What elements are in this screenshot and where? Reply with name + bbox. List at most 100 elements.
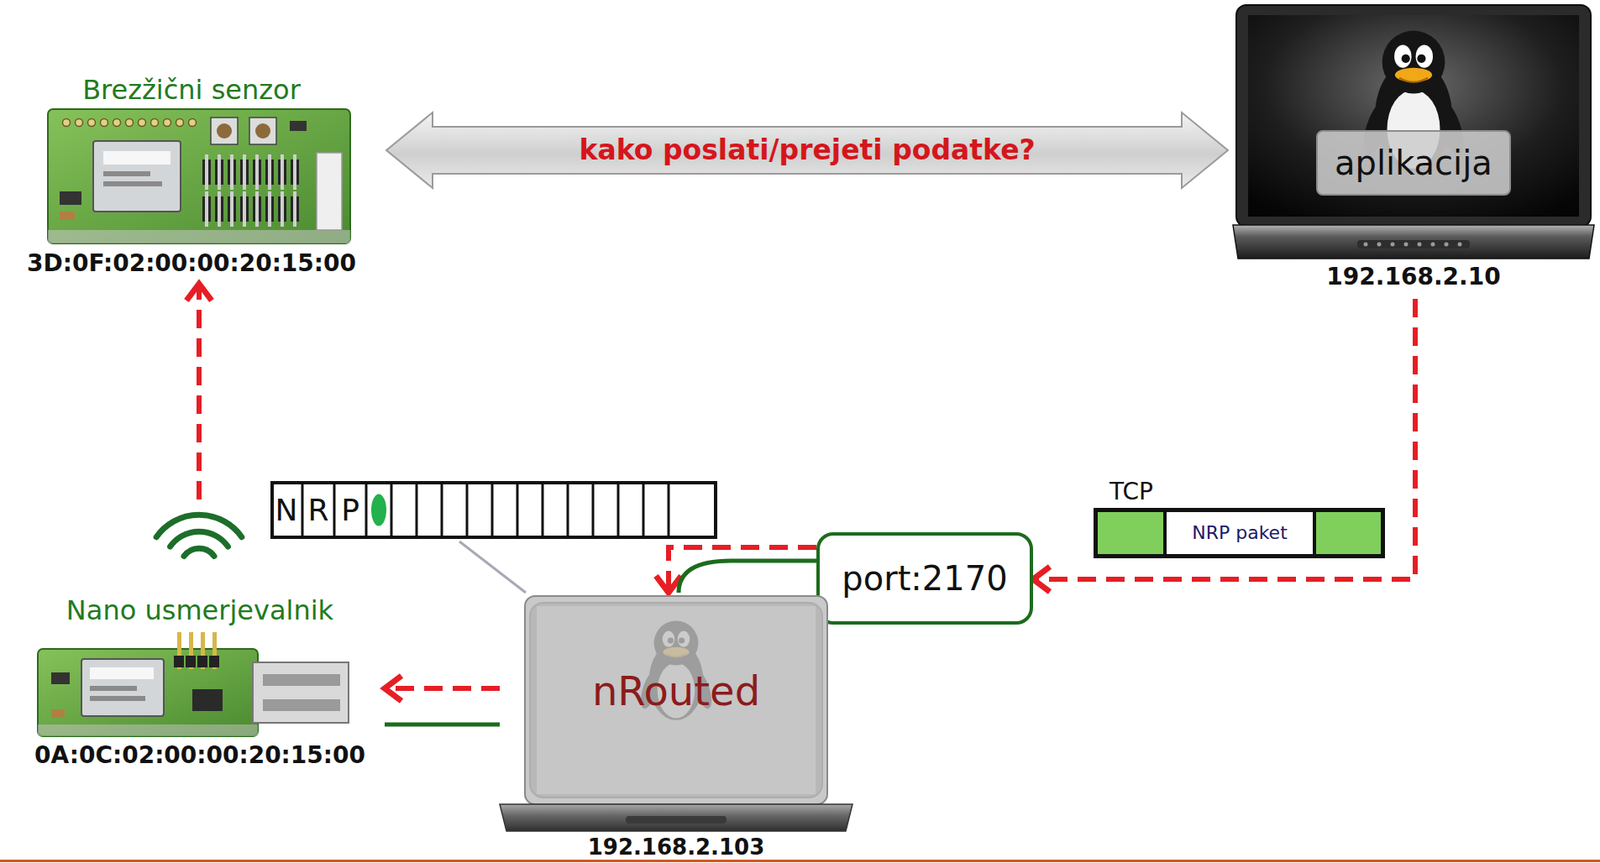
node-bar: NRP: [270, 481, 718, 540]
illustration-part: [390, 482, 394, 538]
illustration-part: [516, 482, 520, 538]
connector-line: [459, 541, 526, 593]
illustration-part: [59, 211, 75, 221]
illustration-part: [242, 191, 247, 227]
illustration-part: [163, 119, 172, 127]
illustration-part: [151, 119, 159, 127]
device-title: Nano usmerjevalnik: [15, 595, 385, 626]
illustration-part: [138, 119, 147, 127]
illustration-part: [59, 191, 82, 205]
illustration-part: [280, 154, 284, 190]
illustration-part: [1394, 45, 1412, 69]
illustration-part: [170, 531, 229, 547]
illustration-part: [89, 667, 154, 680]
node-sensor: Brezžični senzor 3D:0F:02:00:00:20:15:00: [6, 75, 377, 284]
illustration-part: [440, 482, 444, 538]
double-arrow: [386, 112, 1228, 189]
illustration-part: [1382, 31, 1446, 95]
packet-letter: N: [270, 481, 303, 540]
illustration-part: [316, 152, 342, 231]
illustration-part: [93, 141, 181, 212]
connector: [384, 724, 500, 726]
illustration-part: [185, 655, 196, 668]
illustration-part: [566, 482, 570, 538]
illustration-part: [37, 649, 258, 737]
illustration-part: [625, 816, 727, 824]
illustration-part: [204, 191, 209, 227]
illustration-part: [499, 804, 853, 832]
dashed-connector: [1033, 299, 1416, 580]
footer-rule: [0, 860, 1600, 863]
node-lap2: nRouted192.168.2.103: [499, 592, 853, 861]
illustration-part: [267, 154, 272, 190]
illustration-part: [280, 191, 284, 227]
ip-address: 192.168.2.103: [499, 835, 853, 860]
illustration-part: [1357, 240, 1470, 249]
illustration-part: [1417, 242, 1422, 247]
node-port: port:2170: [816, 532, 1034, 625]
connector: [1033, 299, 1416, 593]
payload-label: NRP paket: [1183, 512, 1296, 555]
arrow-head: [384, 676, 402, 702]
node-tcp: TCPNRP paket: [1093, 508, 1385, 559]
illustration-part: [541, 482, 545, 538]
device-title: Brezžični senzor: [6, 75, 377, 105]
illustration-part: [51, 709, 65, 719]
illustration-part: [217, 191, 221, 227]
illustration-part: [210, 117, 238, 145]
illustration-part: [301, 482, 305, 538]
illustration-part: [242, 154, 247, 190]
arrow-head: [1033, 566, 1050, 593]
connector-line: [384, 723, 500, 728]
illustration-part: [1458, 242, 1463, 247]
illustration-part: [188, 119, 197, 127]
router-photo: [36, 630, 352, 745]
illustration-part: [156, 514, 242, 537]
illustration-part: [255, 154, 259, 190]
illustration-part: [272, 482, 716, 538]
mac-address: 0A:0C:02:00:00:20:15:00: [15, 743, 385, 769]
connector: [186, 283, 212, 500]
arrow-head: [186, 283, 212, 301]
illustration-part: [255, 123, 271, 139]
illustration-part: [1444, 242, 1449, 247]
illustration-part: [230, 154, 234, 190]
illustration-part: [466, 482, 469, 538]
illustration-part: [81, 659, 164, 717]
illustration-part: [255, 191, 259, 227]
illustration-part: [103, 151, 171, 165]
illustration-part: [1395, 68, 1433, 83]
illustration-part: [1232, 225, 1595, 259]
illustration-part: [183, 548, 215, 557]
illustration-part: [62, 119, 71, 127]
illustration-part: [491, 482, 494, 538]
illustration-part: [592, 482, 595, 538]
illustration-part: [89, 686, 137, 692]
illustration-part: [47, 109, 351, 244]
illustration-part: [289, 120, 307, 132]
mac-address: 3D:0F:02:00:00:20:15:00: [6, 250, 377, 278]
packet-letter: R: [302, 481, 335, 540]
illustration-part: [103, 171, 151, 177]
node-nano: Nano usmerjevalnik 0A:0C:02:00:00:20:15:0…: [15, 499, 385, 769]
illustration-part: [216, 123, 232, 139]
illustration-part: [47, 230, 351, 244]
illustration-part: [1236, 5, 1591, 227]
illustration-part: [1390, 242, 1396, 247]
illustration-part: [1377, 242, 1382, 247]
arrow-label: kako poslati/prejeti podatke?: [579, 133, 1036, 168]
illustration-part: [100, 119, 109, 127]
packet-letter: P: [334, 481, 367, 540]
illustration-part: [51, 672, 70, 685]
illustration-part: [173, 655, 184, 668]
illustration-part: [293, 154, 297, 190]
dashed-connector: [384, 686, 500, 692]
illustration-part: [1431, 242, 1436, 247]
illustration-part: [197, 655, 208, 668]
packet-cells: [270, 481, 718, 540]
illustration-part: [217, 154, 221, 190]
illustration-part: [1416, 54, 1426, 63]
ip-address: 192.168.2.10: [1231, 263, 1596, 291]
illustration-part: [642, 482, 646, 538]
app-label: aplikacija: [1334, 140, 1493, 186]
